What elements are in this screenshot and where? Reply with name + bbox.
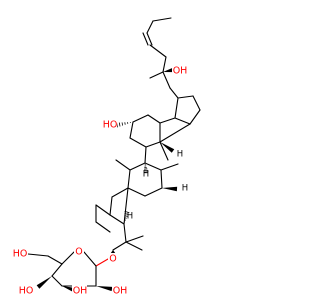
- bond-glycosidic-o-c1: [95, 258, 109, 267]
- hydrogen-label-c9: H: [143, 170, 149, 180]
- hydroxyl-label-c4: HO: [19, 286, 34, 297]
- wedge-bond-h-c13: [160, 142, 175, 153]
- bond-ring-a-1: [111, 187, 129, 198]
- hashed-bond-h-c9: [143, 164, 149, 173]
- label-bg: [112, 285, 127, 296]
- hash-stroke: [124, 213, 129, 215]
- bond-chain-1: [149, 44, 167, 58]
- bond-ring-d-1: [177, 95, 194, 99]
- molecule-structure: OH HO H H H H O O HO HO OH OH: [13, 17, 201, 297]
- bond-ring-d-3: [189, 109, 201, 125]
- bond-ring-a-8: [95, 221, 111, 233]
- bond-alkene: [146, 32, 153, 46]
- hydroxyl-label-c3: OH: [73, 286, 88, 297]
- hydrogen-label-c13: H: [177, 150, 183, 160]
- bond-ring-b-7: [144, 162, 162, 171]
- bond-ring-c-6: [145, 141, 161, 148]
- bond-sugar-3: [51, 263, 63, 277]
- bond-ring-c-3: [132, 114, 149, 123]
- bond-ring-a-2: [109, 196, 113, 216]
- bond-sugar-1: [83, 251, 97, 267]
- hydrogen-label-c5: H: [127, 212, 133, 222]
- bond-chain-to-c20: [162, 71, 171, 89]
- hydrogen-label-c17: H: [182, 184, 188, 194]
- label-bg: [74, 246, 84, 257]
- label-bg: [108, 253, 118, 264]
- bond-ring-c-1: [159, 117, 176, 124]
- ring-oxygen-label: O: [75, 247, 82, 258]
- hashed-bond-h-c5: [124, 211, 130, 223]
- hydroxyl-label-c2: OH: [113, 286, 128, 297]
- bond-ring-b-1: [144, 146, 147, 164]
- bond-ring-c-4: [129, 121, 134, 139]
- bond-ring-c-5: [129, 137, 147, 148]
- bond-ring-c-2: [147, 114, 161, 124]
- hash-stroke: [121, 122, 124, 126]
- bond-ring-a-5: [112, 241, 127, 251]
- wedge-bond-oh-side: [163, 67, 174, 73]
- bond-ring-a-6: [95, 204, 111, 216]
- bond-layer: [27, 17, 201, 293]
- bond-c20-c17: [169, 87, 179, 99]
- bond-ring-b-2: [129, 162, 146, 171]
- hash-stroke: [124, 217, 127, 219]
- bond-c10-methyl: [115, 159, 131, 171]
- wedge-bond-oh-c3: [62, 286, 75, 293]
- hydroxyl-label-side-chain: OH: [173, 66, 188, 77]
- bond-ring-b-6: [160, 169, 163, 189]
- bond-sugar-c5-c6: [47, 255, 63, 265]
- bond-ring-b-5: [144, 187, 163, 197]
- hash-stroke: [124, 211, 130, 213]
- hashed-bond-oh-c12: [116, 122, 131, 128]
- bond-chain-methyl: [149, 71, 164, 79]
- bond-alkene-double: [142, 32, 149, 46]
- bond-ring-a-4: [123, 223, 127, 243]
- bond-c8-methyl: [160, 163, 179, 171]
- bond-gem-dimethyl-a: [125, 235, 144, 243]
- hash-stroke: [118, 122, 121, 127]
- label-bg: [102, 119, 117, 130]
- bond-c13-methyl: [159, 141, 169, 161]
- bond-sugar-c6-oh: [27, 253, 49, 257]
- atom-label-layer: OH HO H H H H O O HO HO OH OH: [13, 65, 188, 297]
- bond-ring-d-5: [174, 97, 179, 119]
- bond-ring-d-junction: [159, 123, 191, 143]
- label-bg: [13, 248, 28, 259]
- bond-ring-d-2: [192, 95, 201, 111]
- label-bg: [18, 285, 33, 296]
- bond-chain-2: [162, 56, 167, 73]
- bond-isopropylidene-b: [152, 17, 172, 22]
- label-bg: [72, 285, 87, 296]
- bond-ring-d-4: [174, 117, 191, 125]
- wedge-bond-h-c17: [162, 186, 178, 192]
- hash-stroke: [124, 215, 128, 217]
- bond-sugar-4: [51, 275, 63, 287]
- wedge-bond-glycosidic: [110, 250, 116, 253]
- glycosidic-oxygen-label: O: [109, 254, 116, 265]
- hydroxyl-label-c6: HO: [13, 249, 28, 260]
- hash-stroke: [143, 171, 149, 173]
- bond-ring-a-3: [109, 214, 125, 225]
- hydroxyl-label-c12: HO: [103, 120, 118, 131]
- bond-ring-b-4: [127, 187, 146, 197]
- bond-sugar-2: [61, 251, 75, 265]
- bond-ring-b-3: [127, 169, 131, 189]
- label-bg: [172, 65, 187, 76]
- bond-gem-dimethyl-b: [125, 241, 143, 251]
- wedge-bond-oh-c4: [36, 276, 52, 289]
- wedge-bond-oh-c2: [96, 286, 113, 292]
- bond-isopropylidene-a: [146, 20, 154, 34]
